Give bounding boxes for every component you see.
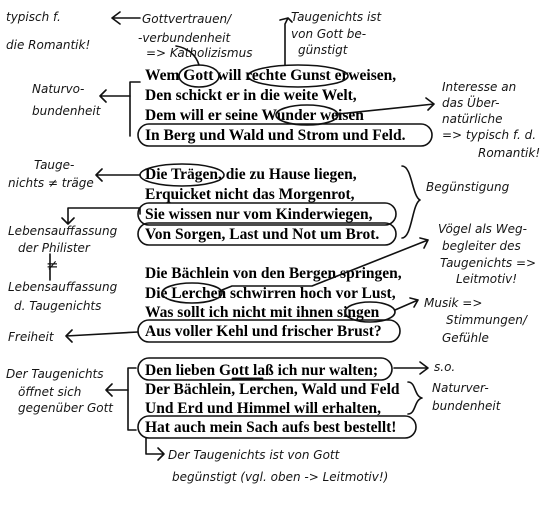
arrow-so [393, 361, 429, 375]
note-interesse: das Über- [442, 96, 500, 110]
poem-line: Und Erd und Himmel will erhalten, [145, 400, 381, 417]
note-interesse: Interesse an [442, 80, 517, 94]
arrow-typisch [111, 11, 141, 25]
poem-line: Der Bächlein, Lerchen, Wald und Feld [145, 381, 400, 398]
note-voegel: Leitmotiv! [456, 272, 518, 286]
note-naturverbundenheit: Naturvo- [32, 82, 85, 96]
poem-line: Die Trägen, die zu Hause liegen, [145, 166, 357, 183]
arrow-oeffnet [105, 383, 129, 397]
poem-line: Von Sorgen, Last und Not um Brot. [145, 226, 380, 243]
note-interesse: natürliche [442, 112, 503, 126]
note-lebensauffassung: d. Taugenichts [14, 299, 102, 313]
note-freiheit: Freiheit [8, 330, 54, 344]
note-interesse: Romantik! [478, 146, 541, 160]
note-taugenichts-traege: nichts ≠ träge [8, 176, 94, 190]
note-naturverbundenheit-b: bundenheit [432, 399, 501, 413]
poem-line: In Berg und Wald und Strom und Feld. [145, 127, 406, 144]
note-voegel: Vögel als Weg- [438, 222, 527, 236]
note-oeffnet: gegenüber Gott [18, 401, 114, 415]
bracket-stanza4-right [407, 381, 423, 415]
arrow-freiheit [65, 329, 139, 343]
poem-line: Den schickt er in die weite Welt, [145, 87, 357, 104]
bracket-stanza2 [401, 165, 421, 239]
note-typisch: typisch f. [6, 10, 61, 24]
bracket-stanza4 [127, 367, 137, 431]
poem-line: Was sollt ich nicht mit ihnen singen [145, 304, 380, 321]
note-taugenichts-top: günstigt [298, 43, 348, 57]
note-lebensauffassung: der Philister [18, 241, 90, 255]
note-beguenstigung: Begünstigung [426, 180, 510, 194]
arrow-traegen [95, 168, 141, 182]
note-naturverbundenheit: bundenheit [32, 104, 101, 118]
note-oeffnet: Der Taugenichts [6, 367, 104, 381]
note-oeffnet: öffnet sich [18, 385, 82, 399]
note-voegel: Taugenichts => [440, 256, 537, 270]
note-voegel: begleiter des [442, 239, 521, 253]
note-interesse: => typisch f. d. [442, 128, 537, 142]
note-romantik: die Romantik! [6, 38, 91, 52]
poem-line: Die Lerchen schwirren hoch vor Lust, [145, 285, 396, 302]
poem-line: Wem Gott will rechte Gunst erweisen, [145, 67, 397, 84]
note-bottom: Der Taugenichts ist von Gott [168, 448, 340, 462]
arrow-gunst-taugenichts [279, 17, 293, 66]
poem-line: Den lieben Gott laß ich nur walten; [145, 362, 379, 379]
arrow-singen-musik [394, 297, 419, 311]
note-lebensauffassung: Lebensauffassung [8, 280, 118, 294]
note-not-equal: ≠ [46, 256, 59, 274]
poem-line: Die Bächlein von den Bergen springen, [145, 265, 402, 282]
note-so: s.o. [434, 360, 456, 374]
poem-line: Aus voller Kehl und frischer Brust? [145, 323, 382, 340]
arrow-bottom [145, 437, 165, 461]
note-naturverbundenheit-b: Naturver- [432, 381, 489, 395]
note-musik: Gefühle [442, 331, 489, 345]
poem-line: Hat auch mein Sach aufs best bestellt! [145, 419, 397, 436]
arrow-philister [61, 207, 141, 225]
note-verbundenheit: -verbundenheit [138, 31, 231, 45]
note-taugenichts-top: Taugenichts ist [291, 10, 382, 24]
note-musik: Stimmungen/ [446, 313, 527, 327]
poem-line: Dem will er seine Wunder weisen [145, 107, 364, 124]
note-taugenichts-top: von Gott be- [291, 27, 367, 41]
note-gottvertrauen: Gottvertrauen/ [142, 12, 232, 26]
note-bottom: begünstigt (vgl. oben -> Leitmotiv!) [172, 470, 389, 484]
bracket-stanza1 [129, 81, 141, 137]
poem-line: Erquicket nicht das Morgenrot, [145, 186, 355, 203]
note-taugenichts-traege: Tauge- [34, 158, 75, 172]
note-katholizismus: => Katholizismus [146, 46, 253, 60]
arrow-naturverbundenheit [99, 89, 131, 103]
note-musik: Musik => [424, 296, 483, 310]
poem-line: Sie wissen nur vom Kinderwiegen, [145, 206, 373, 223]
note-lebensauffassung: Lebensauffassung [8, 224, 118, 238]
